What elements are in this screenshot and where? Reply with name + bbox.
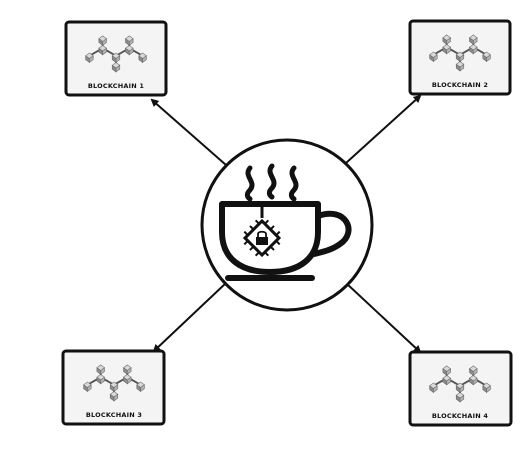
blockchain-node-label: BLOCKCHAIN 3 <box>86 411 142 419</box>
arrow-to-blockchain-4 <box>345 282 422 354</box>
blockchain-node-3: BLOCKCHAIN 3 <box>61 349 166 426</box>
blockchain-node-2: BLOCKCHAIN 2 <box>408 19 512 96</box>
central-hub <box>200 138 374 312</box>
arrow-to-blockchain-3 <box>152 282 227 353</box>
lock-icon <box>256 230 268 245</box>
coffee-cup-with-chip-icon <box>219 163 352 281</box>
blockchain-node-label: BLOCKCHAIN 4 <box>432 412 488 420</box>
arrow-to-blockchain-2 <box>345 94 422 164</box>
blockchain-node-1: BLOCKCHAIN 1 <box>64 20 168 97</box>
blockchain-node-label: BLOCKCHAIN 2 <box>432 81 488 89</box>
blockchain-node-4: BLOCKCHAIN 4 <box>408 350 513 427</box>
blockchain-node-label: BLOCKCHAIN 1 <box>88 82 144 90</box>
arrow-to-blockchain-1 <box>150 98 227 166</box>
